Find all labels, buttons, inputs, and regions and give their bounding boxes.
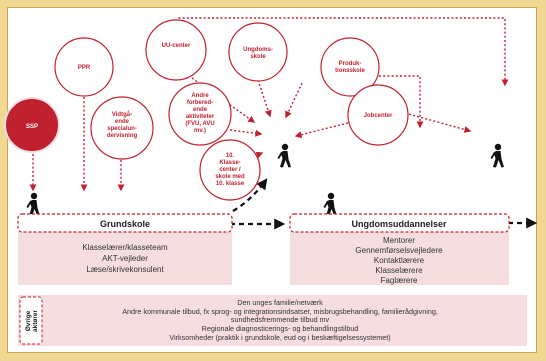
svg-text:Læse/skrivekonsulent: Læse/skrivekonsulent xyxy=(86,265,164,274)
actor-andre: Andre forbered- ende aktiviteter (FVU, A… xyxy=(168,82,232,146)
svg-text:Faglærere: Faglærere xyxy=(381,276,418,285)
svg-text:skole: skole xyxy=(250,54,266,60)
flow-arrows xyxy=(230,178,538,230)
svg-text:10. klasse: 10. klasse xyxy=(216,181,245,187)
svg-text:aktører: aktører xyxy=(32,310,39,333)
svg-text:Mentorer: Mentorer xyxy=(383,236,415,245)
svg-text:10.: 10. xyxy=(226,153,235,159)
ovrige-box: Øvrige aktører Den unges familie/netværk… xyxy=(18,295,527,346)
actor-ssp: SSP xyxy=(4,97,60,153)
actor-ppr: PPR xyxy=(54,37,114,97)
svg-text:dervisning: dervisning xyxy=(107,133,138,139)
person-transition-icon xyxy=(277,143,291,168)
svg-text:Virksomheder (praktik i grunds: Virksomheder (praktik i grundskole, eud … xyxy=(169,333,390,342)
person-job-icon xyxy=(490,143,504,168)
grundskole-title: Grundskole xyxy=(100,219,150,229)
actor-ssp-label: SSP xyxy=(26,124,38,130)
svg-text:skole med: skole med xyxy=(215,174,245,180)
svg-text:ende: ende xyxy=(193,107,208,113)
svg-text:Produk-: Produk- xyxy=(339,61,362,67)
svg-text:Andre kommunale tilbud, fx spr: Andre kommunale tilbud, fx sprog- og int… xyxy=(122,307,438,316)
svg-text:Andre: Andre xyxy=(191,93,209,99)
svg-text:Øvrige: Øvrige xyxy=(25,310,32,331)
actor-produktionsskole: Produk- tionsskole xyxy=(320,37,380,97)
svg-text:Ungdoms-: Ungdoms- xyxy=(243,47,273,53)
svg-text:Gennemførselsvejledere: Gennemførselsvejledere xyxy=(355,246,443,255)
ungdom-box: Ungdomsuddannelser Mentorer Gennemførsel… xyxy=(289,213,510,285)
actor-10-klasse: 10. Klasse- center / skole med 10. klass… xyxy=(199,139,261,201)
actor-jobcenter-label: Jobcenter xyxy=(364,113,393,119)
grundskole-box: Grundskole Klasselærer/klasseteam AKT-ve… xyxy=(17,213,233,285)
svg-text:Klasse-: Klasse- xyxy=(219,160,240,166)
svg-text:Kontaktlærere: Kontaktlærere xyxy=(374,256,425,265)
svg-text:Vidtgå-: Vidtgå- xyxy=(112,111,132,118)
svg-text:center /: center / xyxy=(219,167,241,173)
svg-text:mv.): mv.) xyxy=(194,128,206,134)
actor-uu-label: UU-center xyxy=(162,43,191,49)
svg-text:ende: ende xyxy=(115,119,130,125)
actor-ungdomsskole: Ungdoms- skole xyxy=(228,22,288,82)
ungdom-title: Ungdomsuddannelser xyxy=(351,219,447,229)
svg-text:aktiviteter: aktiviteter xyxy=(186,114,215,120)
actor-ppr-label: PPR xyxy=(78,65,91,71)
actor-jobcenter: Jobcenter xyxy=(347,84,409,146)
svg-text:Klasselærer/klasseteam: Klasselærer/klasseteam xyxy=(82,243,168,252)
person-ungdom-icon xyxy=(323,192,337,217)
svg-text:Regionale diagnosticerings- og: Regionale diagnosticerings- og behandlin… xyxy=(202,324,359,333)
actor-special: Vidtgå- ende specialun- dervisning xyxy=(90,96,154,160)
svg-text:Klasselærere: Klasselærere xyxy=(375,266,423,275)
svg-text:specialun-: specialun- xyxy=(107,126,137,132)
svg-text:sundhedsfremmende tilbud mv: sundhedsfremmende tilbud mv xyxy=(231,315,330,324)
svg-text:forbered-: forbered- xyxy=(187,100,213,106)
svg-text:AKT-vejleder: AKT-vejleder xyxy=(102,254,148,263)
svg-text:(FVU, AVU: (FVU, AVU xyxy=(185,121,214,127)
svg-text:tionsskole: tionsskole xyxy=(335,68,365,74)
person-grundskole-icon xyxy=(26,192,40,217)
svg-text:Den unges familie/netværk: Den unges familie/netværk xyxy=(237,298,323,307)
actor-uu-center: UU-center xyxy=(145,19,207,81)
